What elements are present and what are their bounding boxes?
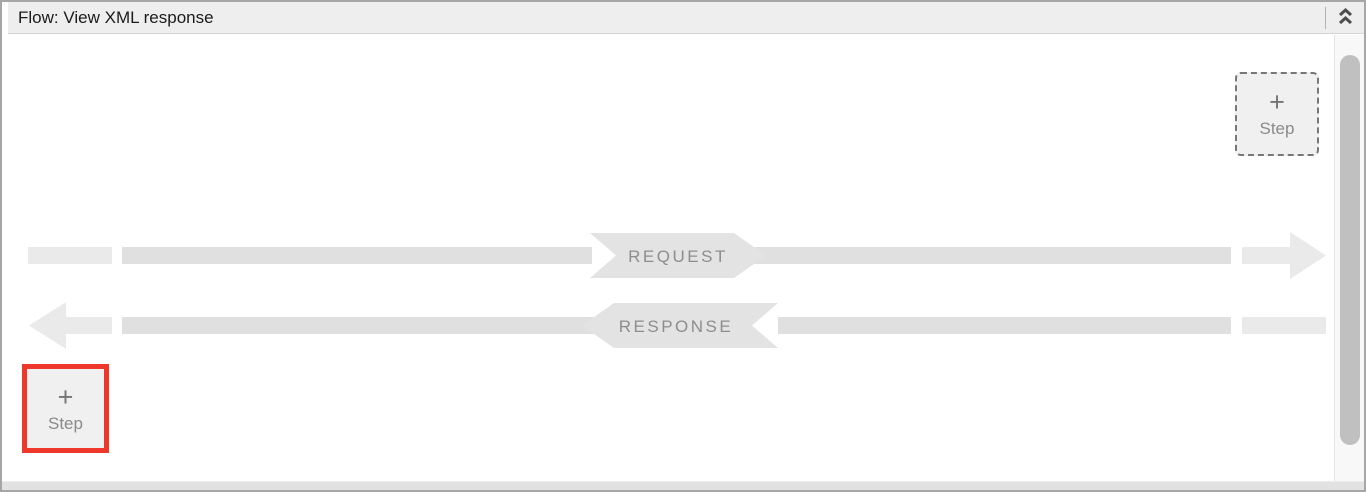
collapse-button[interactable] — [1326, 2, 1364, 33]
request-arrow-right-icon — [1290, 232, 1326, 279]
add-step-label: Step — [48, 413, 83, 433]
double-chevron-up-icon — [1338, 7, 1353, 28]
response-banner — [582, 303, 778, 348]
response-arrow-shaft — [66, 317, 112, 334]
request-arrow-shaft — [1242, 247, 1290, 264]
add-step-button-request[interactable]: + Step — [1235, 72, 1319, 156]
request-rail-stub-left — [28, 247, 112, 264]
page-title: Flow: View XML response — [18, 7, 214, 27]
response-rail-stub-right — [1242, 317, 1326, 334]
add-step-button-response[interactable]: + Step — [22, 364, 109, 453]
request-label: REQUEST — [628, 247, 728, 266]
request-flow-line: REQUEST — [28, 232, 1326, 279]
add-step-label: Step — [1259, 119, 1295, 138]
titlebar-divider — [1325, 6, 1326, 29]
flow-canvas: REQUEST RESPONSE + Step + Step — [8, 35, 1364, 481]
response-flow-line: RESPONSE — [29, 302, 1326, 349]
request-rail-left — [122, 247, 592, 264]
request-rail-right — [748, 247, 1231, 264]
response-rail-left — [122, 317, 598, 334]
plus-icon: + — [57, 381, 74, 412]
vertical-scrollbar[interactable] — [1334, 35, 1364, 481]
titlebar-controls — [1325, 2, 1364, 33]
panel-titlebar: Flow: View XML response — [8, 2, 1364, 34]
response-label: RESPONSE — [619, 317, 733, 336]
response-arrow-left-icon — [29, 302, 66, 349]
scrollbar-thumb[interactable] — [1340, 55, 1360, 445]
plus-icon: + — [1269, 87, 1285, 117]
bottom-band — [2, 481, 1364, 490]
request-banner — [590, 233, 766, 278]
response-rail-right — [778, 317, 1231, 334]
